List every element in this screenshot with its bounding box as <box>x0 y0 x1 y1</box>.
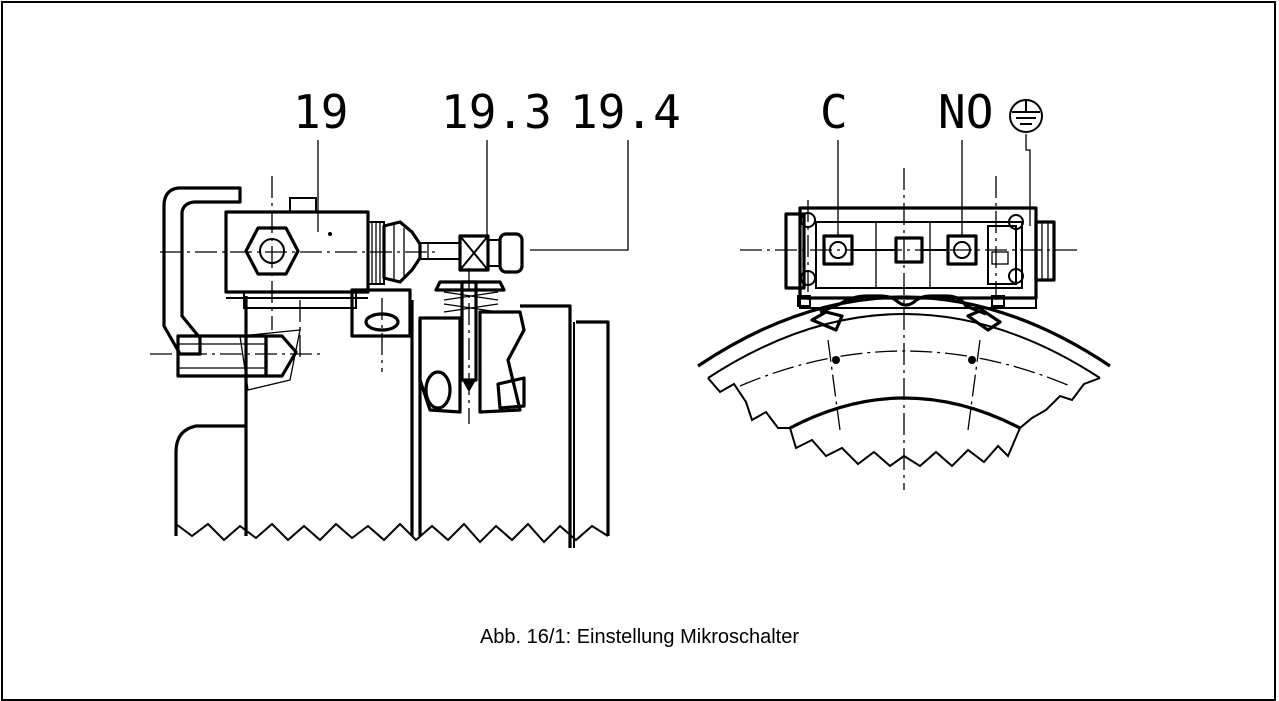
ground-terminal <box>987 225 1017 285</box>
spring-clip <box>819 294 987 316</box>
hex-nut <box>244 226 300 276</box>
clamp-plate <box>350 288 412 338</box>
pitch-circle <box>739 350 1071 387</box>
leader-ground <box>1025 134 1031 226</box>
end-cap-left <box>784 212 806 290</box>
end-cap-right <box>1034 220 1056 282</box>
radial-line-right <box>967 339 981 431</box>
o-ring <box>424 370 452 410</box>
foot-left <box>810 310 844 332</box>
body-wall-4 <box>520 304 572 548</box>
left-view-side-section: 19 19.3 19.4 <box>150 85 681 548</box>
label-19-3: 19.3 <box>441 85 552 139</box>
ground-icon <box>1009 99 1043 133</box>
break-line-right <box>707 377 1101 468</box>
mounting-bolt <box>176 334 268 378</box>
label-c: C <box>820 85 848 139</box>
hole-right <box>968 356 976 364</box>
leader-19-4 <box>530 140 629 251</box>
radial-line-left <box>827 339 841 431</box>
label-19-4: 19.4 <box>570 85 681 139</box>
ring-outer-arc <box>697 295 1111 368</box>
label-19: 19 <box>293 85 348 139</box>
label-no: NO <box>938 85 993 139</box>
hole-left <box>832 356 840 364</box>
terminal-panel <box>815 221 1023 289</box>
hatched-bracket <box>162 186 242 356</box>
hub-arc <box>789 396 1021 430</box>
lock-nut <box>487 239 501 267</box>
break-line-left <box>175 522 609 544</box>
figure-caption: Abb. 16/1: Einstellung Mikroschalter <box>479 626 800 648</box>
body-wall-5 <box>576 320 610 536</box>
foot-right <box>966 308 1002 332</box>
adjusting-screw-head <box>498 232 524 274</box>
housing-top-screw <box>289 197 317 213</box>
lower-housing-outline <box>174 424 246 536</box>
bolt-tip <box>264 334 298 378</box>
right-view-front: C NO <box>697 85 1111 490</box>
guide-bushing-right <box>478 310 526 414</box>
housing-mark <box>328 232 332 236</box>
spring-cap <box>434 280 506 292</box>
technical-drawing: 19 19.3 19.4 <box>150 85 1111 548</box>
plunger <box>419 242 461 260</box>
seal-right <box>496 376 526 410</box>
